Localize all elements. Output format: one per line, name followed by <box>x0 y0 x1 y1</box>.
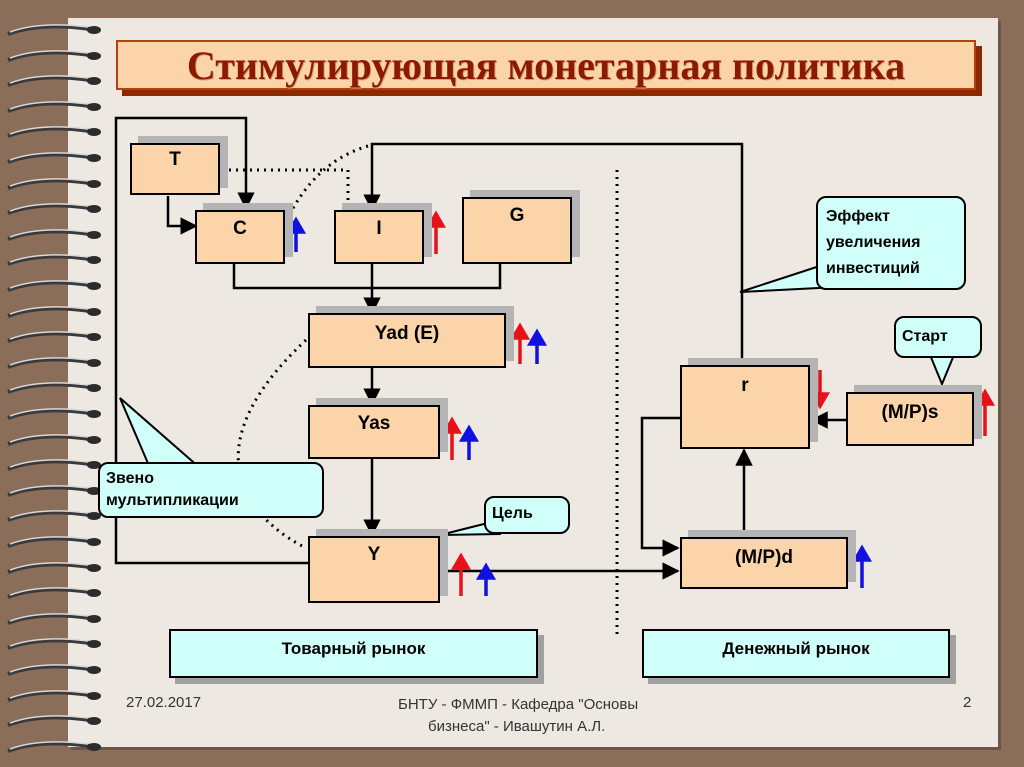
slide-title: Стимулирующая монетарная политика <box>186 42 906 88</box>
connector-r-i <box>363 142 744 365</box>
binding-ring <box>7 49 101 62</box>
goods-market-label: Товарный рынок <box>169 629 538 678</box>
title-box: Стимулирующая монетарная политика <box>116 40 976 90</box>
binding-ring <box>7 638 101 651</box>
binding-ring <box>7 331 101 344</box>
dotted-t-i <box>222 168 350 208</box>
y-up-arrow-red <box>450 552 472 596</box>
binding-ring <box>7 177 101 190</box>
binding-ring <box>7 24 101 36</box>
binding-ring <box>7 280 101 292</box>
box-y: Y <box>308 536 440 603</box>
connector-r-mpd <box>640 416 680 557</box>
binding-ring <box>7 664 101 676</box>
box-c: C <box>195 210 285 264</box>
binding-ring <box>7 203 101 216</box>
money-market-label: Денежный рынок <box>642 629 950 678</box>
connector-c-merge <box>232 264 502 290</box>
r-down-arrow <box>809 370 831 410</box>
binding-ring <box>7 689 101 702</box>
callout-multiplier: Звено мультипликации <box>98 462 324 518</box>
binding-ring <box>7 100 101 113</box>
binding-ring <box>7 228 101 241</box>
binding-ring <box>7 356 101 369</box>
binding-ring <box>7 612 101 625</box>
box-t: T <box>130 143 220 195</box>
y-up-arrow-blue <box>475 562 497 596</box>
connector-y-feedback <box>114 116 310 565</box>
callout-investment-effect: Эффект увеличения инвестиций <box>816 196 966 290</box>
dotted-i-c <box>290 144 369 211</box>
binding-ring <box>7 587 101 600</box>
box-yas: Yas <box>308 405 440 459</box>
callout-goal: Цель <box>484 496 570 534</box>
binding-ring <box>7 536 101 548</box>
footer-source: БНТУ - ФММП - Кафедра "Основы бизнеса" -… <box>398 696 639 735</box>
binding-ring <box>7 75 101 88</box>
box-mpd: (M/P)d <box>680 537 848 589</box>
connector-t-c <box>166 196 198 235</box>
yas-up-arrow-red <box>441 416 463 460</box>
binding-ring <box>7 254 101 267</box>
yad-up-arrow-blue <box>526 328 548 364</box>
footer-page-number: 2 <box>963 694 972 711</box>
binding-ring <box>7 408 101 420</box>
binding-ring <box>7 715 101 728</box>
callout-start: Старт <box>894 316 982 358</box>
footer-date: 27.02.2017 <box>126 694 202 711</box>
box-i: I <box>334 210 424 264</box>
binding-ring <box>7 305 101 318</box>
c-up-arrow <box>285 216 307 252</box>
binding-ring <box>7 459 101 472</box>
mps-up-arrow <box>974 388 996 436</box>
binding-ring <box>7 561 101 574</box>
box-mps: (M/P)s <box>846 392 974 446</box>
binding-ring <box>7 433 101 446</box>
binding-ring <box>7 126 101 139</box>
mpd-up-arrow <box>851 544 873 588</box>
box-g: G <box>462 197 572 264</box>
yad-up-arrow-red <box>509 322 531 364</box>
box-r: r <box>680 365 810 449</box>
slide-background <box>68 18 998 747</box>
dotted-yad-y <box>236 338 308 550</box>
binding-ring <box>7 382 101 395</box>
binding-ring <box>7 740 101 753</box>
yas-up-arrow-blue <box>458 424 480 460</box>
box-yad: Yad (E) <box>308 313 506 368</box>
binding-ring <box>7 152 101 164</box>
binding-ring <box>7 510 101 523</box>
binding-ring <box>7 484 101 497</box>
indicator-arrows <box>285 210 996 596</box>
i-up-arrow <box>425 210 447 254</box>
